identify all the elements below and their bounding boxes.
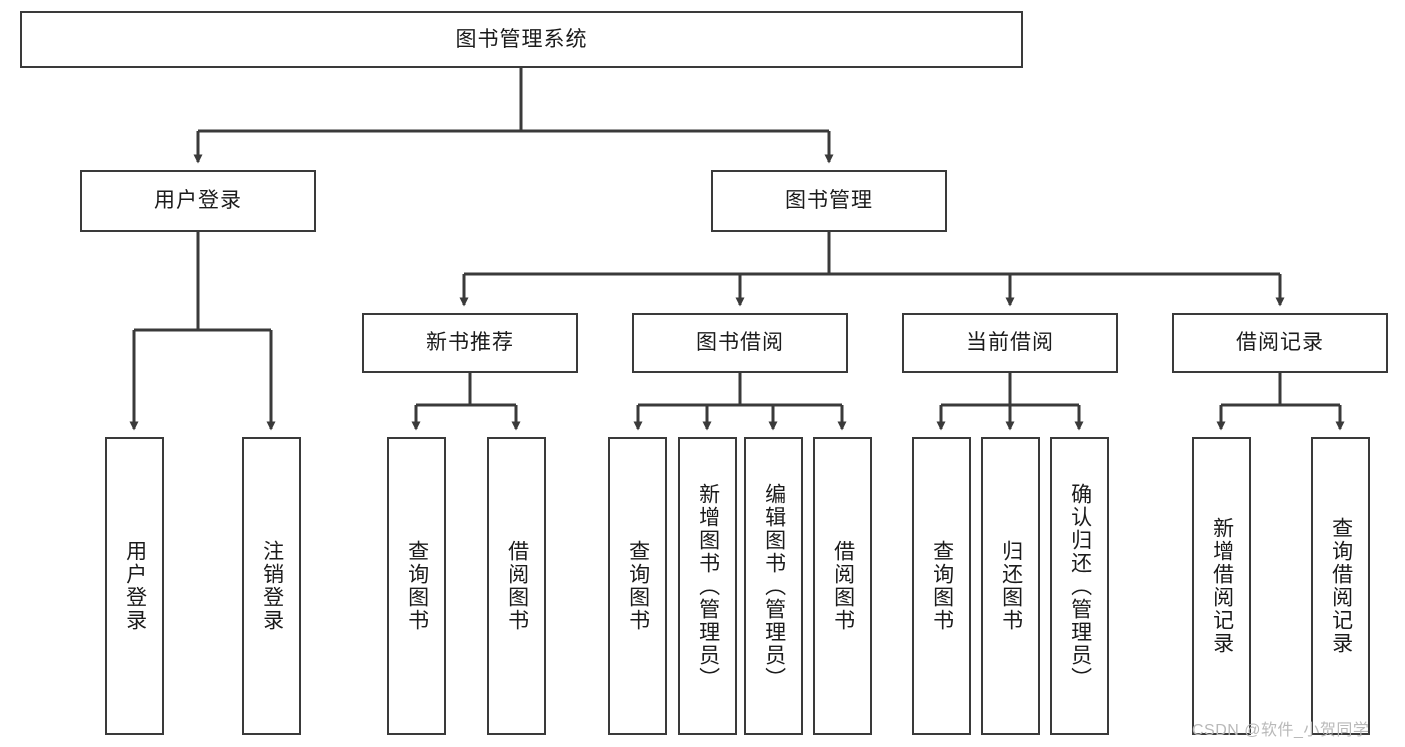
node-label: 借阅图书 <box>831 540 855 632</box>
node-label: 查询借阅记录 <box>1329 517 1353 655</box>
node-label: 用户登录 <box>123 540 147 632</box>
leaf-book-borrow-query-books[interactable]: 查询图书 <box>608 437 667 735</box>
node-label: 注销登录 <box>260 540 284 632</box>
leaf-book-borrow-add-book-admin[interactable]: 新增图书（管理员） <box>678 437 737 735</box>
node-book-management[interactable]: 图书管理 <box>711 170 947 232</box>
node-current-borrowing[interactable]: 当前借阅 <box>902 313 1118 373</box>
leaf-new-book-query-books[interactable]: 查询图书 <box>387 437 446 735</box>
node-new-book-recommendation[interactable]: 新书推荐 <box>362 313 578 373</box>
node-label: 图书管理系统 <box>455 27 588 51</box>
node-label: 新增图书（管理员） <box>696 482 720 690</box>
leaf-current-borrow-return-books[interactable]: 归还图书 <box>981 437 1040 735</box>
node-label: 图书管理 <box>785 189 873 213</box>
node-label: 用户登录 <box>154 189 242 213</box>
node-book-borrowing[interactable]: 图书借阅 <box>632 313 848 373</box>
node-label: 图书借阅 <box>696 331 784 355</box>
node-label: 借阅记录 <box>1236 331 1324 355</box>
leaf-book-borrow-edit-book-admin[interactable]: 编辑图书（管理员） <box>744 437 803 735</box>
leaf-user-login-signout[interactable]: 注销登录 <box>242 437 301 735</box>
leaf-user-login-signin[interactable]: 用户登录 <box>105 437 164 735</box>
leaf-record-add-borrow-record[interactable]: 新增借阅记录 <box>1192 437 1251 735</box>
leaf-new-book-borrow-books[interactable]: 借阅图书 <box>487 437 546 735</box>
node-label: 编辑图书（管理员） <box>762 482 786 690</box>
node-label: 当前借阅 <box>966 331 1054 355</box>
node-label: 新书推荐 <box>426 331 514 355</box>
node-borrowing-records[interactable]: 借阅记录 <box>1172 313 1388 373</box>
node-label: 确认归还（管理员） <box>1068 482 1092 690</box>
node-label: 归还图书 <box>999 540 1023 632</box>
node-label: 查询图书 <box>626 540 650 632</box>
leaf-current-borrow-confirm-return-admin[interactable]: 确认归还（管理员） <box>1050 437 1109 735</box>
node-label: 借阅图书 <box>505 540 529 632</box>
leaf-book-borrow-borrow-books[interactable]: 借阅图书 <box>813 437 872 735</box>
node-user-login[interactable]: 用户登录 <box>80 170 316 232</box>
node-root-book-management-system[interactable]: 图书管理系统 <box>20 11 1023 68</box>
node-label: 查询图书 <box>930 540 954 632</box>
leaf-current-borrow-query-books[interactable]: 查询图书 <box>912 437 971 735</box>
node-label: 查询图书 <box>405 540 429 632</box>
leaf-record-query-borrow-record[interactable]: 查询借阅记录 <box>1311 437 1370 735</box>
node-label: 新增借阅记录 <box>1210 517 1234 655</box>
